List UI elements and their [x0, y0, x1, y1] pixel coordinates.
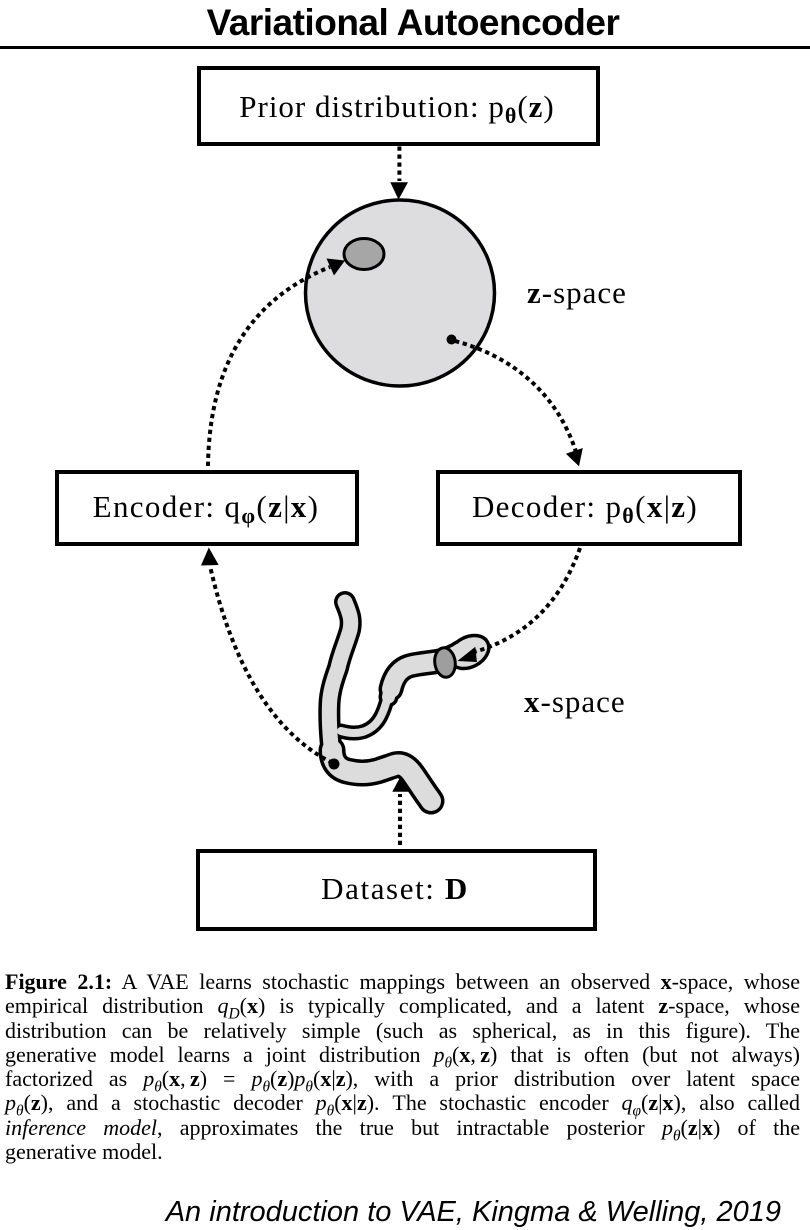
svg-text:x-space: x-space [524, 684, 626, 719]
svg-text:z-space: z-space [527, 275, 627, 310]
svg-text:Dataset: D: Dataset: D [321, 871, 469, 906]
svg-text:Encoder: qφ(z|x): Encoder: qφ(z|x) [93, 489, 320, 528]
svg-text:Decoder: pθ(x|z): Decoder: pθ(x|z) [472, 489, 698, 528]
svg-text:Prior distribution: pθ(z): Prior distribution: pθ(z) [239, 89, 554, 128]
